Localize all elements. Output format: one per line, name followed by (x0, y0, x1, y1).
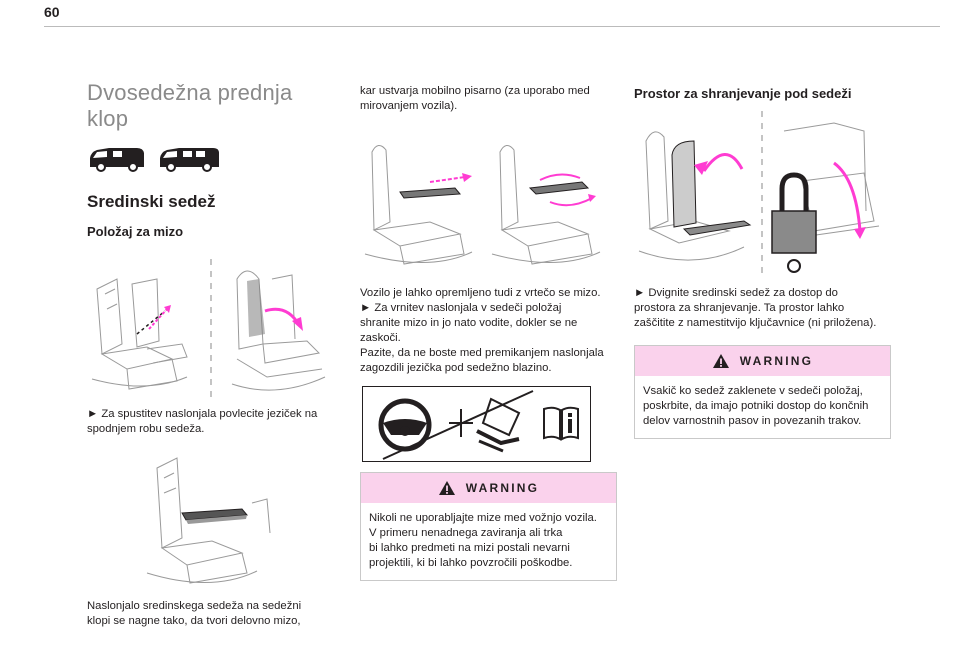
text-storage-line2: prostora za shranjevanje. Ta prostor lah… (634, 302, 845, 314)
warning-body: Nikoli ne uporabljajte mize med vožnjo v… (361, 503, 616, 580)
text-swivel-line2: ► Za vrnitev naslonjala v sedeči položaj (360, 302, 562, 314)
warning-line: Vsakič ko sedež zaklenete v sedeči polož… (643, 385, 863, 397)
warning-triangle-icon (712, 354, 729, 368)
warning-body: Vsakič ko sedež zaklenete v sedeči polož… (635, 376, 890, 438)
warning-line: V primeru nenadnega zaviranja ali trka (369, 527, 563, 539)
text-office-line1: kar ustvarja mobilno pisarno (za uporabo… (360, 85, 590, 97)
text-storage-line1: ► Dvignite sredinski sedež za dostop do (634, 287, 838, 299)
text-lever-line2: spodnjem robu sedeža. (87, 423, 205, 435)
warning-line: delov varnostnih pasov in povezanih trak… (643, 415, 862, 427)
vehicle-icons (87, 146, 337, 172)
warning-label: WARNING (739, 354, 814, 368)
text-desk-line1: Naslonjalo sredinskega sedeža na sedežni (87, 600, 302, 612)
warning-table-box: WARNING Nikoli ne uporabljajte mize med … (360, 472, 617, 581)
section-title-storage: Prostor za shranjevanje pod sedeži (634, 86, 852, 101)
page-title: Dvosedežna prednja klop (87, 80, 293, 131)
text-swivel-line1: Vozilo je lahko opremljeno tudi z vrtečo… (360, 287, 601, 299)
text-swivel-line4: zaskoči. (360, 332, 401, 344)
text-office-line2: mirovanjem vozila). (360, 100, 458, 112)
warning-header: WARNING (361, 473, 616, 503)
warning-line: projektili, ki bi lahko povzročili poško… (369, 557, 573, 569)
seat-table-icon (476, 397, 521, 453)
warning-label: WARNING (465, 481, 540, 495)
top-rule (44, 26, 940, 27)
sub-title: Položaj za mizo (87, 224, 184, 239)
text-swivel-line3: shranite mizo in jo nato vodite, dokler … (360, 317, 578, 329)
text-swivel-line6: zagozdili jezička pod sedežno blazino. (360, 362, 552, 374)
text-lever-line1: ► Za spustitev naslonjala povlecite jezi… (87, 408, 318, 420)
section-title: Sredinski sedež (87, 192, 216, 211)
storage-under-seat-illustration (638, 111, 880, 276)
swivel-table-illustration (364, 145, 601, 265)
warning-seatbelt-box: WARNING Vsakič ko sedež zaklenete v sede… (634, 345, 891, 439)
column-1: Dvosedežna prednja klop Sredinski sedež … (87, 80, 337, 629)
column-2: kar ustvarja mobilno pisarno (za uporabo… (360, 84, 617, 581)
van-icon (90, 148, 144, 172)
warning-line: bi lahko predmeti na mizi postali nevarn… (369, 542, 570, 554)
page-number: 60 (44, 4, 60, 20)
warning-header: WARNING (635, 346, 890, 376)
van-long-icon (160, 148, 219, 172)
desk-seat-illustration (146, 457, 271, 584)
warning-line: poskrbite, da imajo potniki dostop do ko… (643, 400, 869, 412)
text-swivel-line5: Pazite, da ne boste med premikanjem nasl… (360, 347, 604, 359)
warning-line: Nikoli ne uporabljajte mize med vožnjo v… (369, 512, 597, 524)
no-table-while-driving-pictogram (362, 386, 591, 462)
warning-triangle-icon (438, 481, 455, 495)
seat-lever-illustration (91, 259, 326, 399)
manual-info-icon (543, 406, 579, 441)
text-desk-line2: klopi se nagne tako, da tvori delovno mi… (87, 615, 301, 627)
text-storage-line3: zaščitite z namestitvijo ključavnice (ni… (634, 317, 877, 329)
prohibited-slash-icon (382, 390, 534, 460)
column-3: Prostor za shranjevanje pod sedeži ► Dvi… (634, 86, 891, 439)
